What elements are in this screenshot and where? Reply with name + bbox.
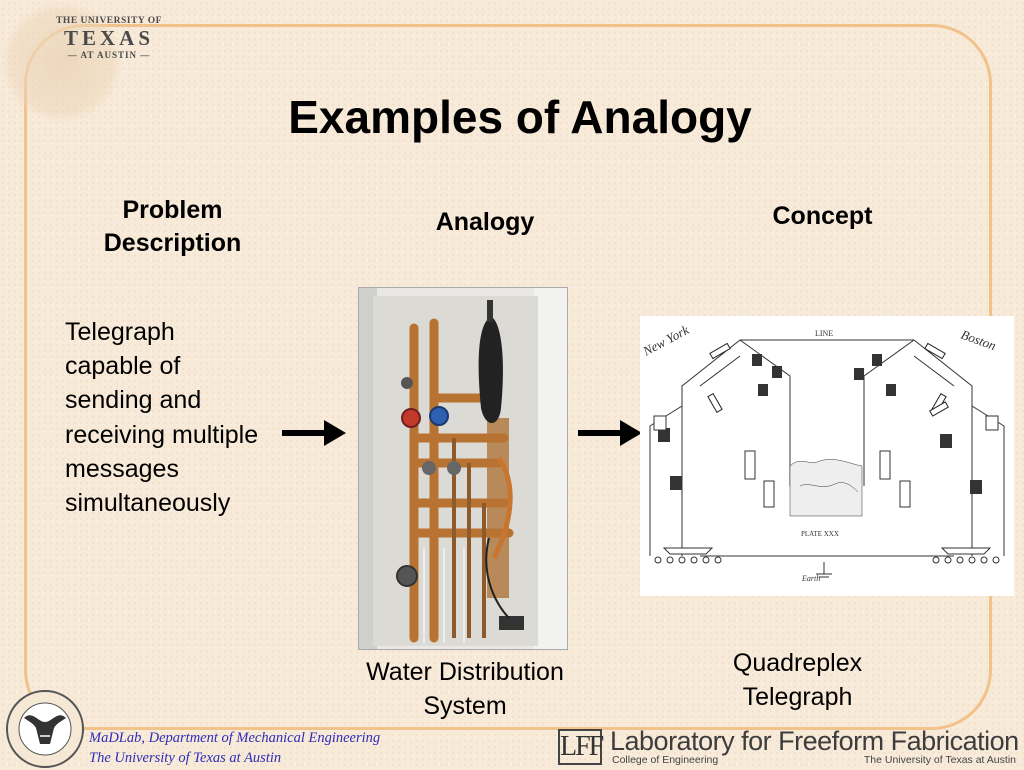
diagram-line-label: LINE <box>815 329 833 338</box>
analogy-caption: Water Distribution System <box>340 655 590 723</box>
madlab-seal-logo <box>6 690 84 768</box>
madlab-line1: MaDLab, Department of Mechanical Enginee… <box>89 730 381 746</box>
madlab-footer: MaDLab, Department of Mechanical Enginee… <box>89 728 380 768</box>
logo-line2: TEXAS <box>63 26 155 50</box>
lff-title: Laboratory for Freeform Fabrication <box>610 726 1019 756</box>
arrow-right-icon <box>282 420 346 446</box>
diagram-earth-label: Earth <box>801 574 820 583</box>
concept-caption-line2: Telegraph <box>742 683 853 711</box>
logo-line1: THE UNIVERSITY OF <box>56 16 162 26</box>
lff-logo: LFF Laboratory for Freeform Fabrication … <box>558 726 1024 768</box>
problem-description-text: Telegraph capable of sending and receivi… <box>65 318 259 518</box>
concept-caption-line1: Quadreplex <box>732 649 863 677</box>
concept-header: Concept <box>772 202 873 230</box>
ut-austin-logo: THE UNIVERSITY OF TEXAS — AT AUSTIN — <box>54 16 164 60</box>
problem-header: Problem Description <box>103 196 242 257</box>
diagram-plate-label: PLATE XXX <box>801 530 839 538</box>
lff-university: The University of Texas at Austin <box>863 754 1016 766</box>
ut-seal-watermark <box>2 2 122 122</box>
logo-line3: — AT AUSTIN — <box>67 50 151 60</box>
quadruplex-telegraph-diagram: New York Boston LINE PLATE XXX Earth <box>640 316 1014 596</box>
concept-caption: Quadreplex Telegraph <box>700 646 895 714</box>
slide-title: Examples of Analogy <box>288 91 752 143</box>
madlab-line2: The University of Texas at Austin <box>89 750 282 766</box>
lff-college: College of Engineering <box>612 754 719 766</box>
arrow-right-icon <box>578 420 642 446</box>
water-distribution-photo <box>358 287 568 650</box>
lff-mark: LFF <box>558 729 604 765</box>
analogy-header: Analogy <box>435 208 535 236</box>
analogy-caption-line2: System <box>423 692 507 720</box>
analogy-caption-line1: Water Distribution <box>366 658 564 686</box>
